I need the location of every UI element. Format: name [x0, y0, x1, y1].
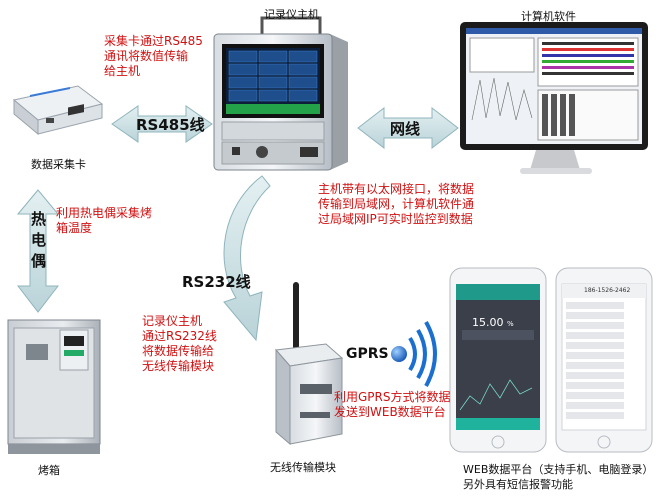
wireless-module-device: [274, 282, 344, 446]
daq-card-label: 数据采集卡: [31, 158, 86, 171]
note-thermocouple: 利用热电偶采集烤 箱温度: [56, 206, 153, 235]
oven-label: 烤箱: [38, 464, 60, 477]
sms-phone-number: 186-1526-2462: [584, 287, 631, 294]
wireless-module-label: 无线传输模块: [270, 461, 336, 474]
daq-card-device: [12, 85, 104, 136]
phone-reading-value: 15.00 %: [472, 316, 514, 329]
rs232-label: RS232线: [182, 273, 251, 291]
gprs-label: GPRS: [346, 346, 389, 362]
rs485-label: RS485线: [136, 116, 205, 134]
note-gprs-to-web: 利用GPRS方式将数据 发送到WEB数据平台: [334, 390, 451, 419]
sms-alarm-label: 另外具有短信报警功能: [463, 478, 573, 491]
note-host-to-wireless: 记录仪主机 通过RS232线 将数据传输给 无线传输模块: [142, 314, 217, 373]
thermocouple-char-1: 热: [31, 210, 47, 228]
rs485-arrow: [111, 105, 213, 143]
thermocouple-arrow: [16, 189, 60, 313]
note-daq-to-host: 采集卡通过RS485 通讯将数值传输 给主机: [104, 34, 203, 78]
thermocouple-char-2: 电: [31, 231, 47, 249]
recorder-host-device: [213, 16, 348, 171]
network-arrow: [357, 106, 459, 150]
note-lan: 主机带有以太网接口，将数据 传输到局域网，计算机软件通 过局域网IP可实时监控到…: [318, 182, 475, 226]
computer-monitor-device: [460, 22, 648, 174]
oven-device: [7, 319, 101, 454]
network-cable-label: 网线: [390, 120, 421, 138]
rs232-arrow: [223, 175, 271, 342]
phone-app-device: [449, 267, 547, 453]
thermocouple-char-3: 偶: [31, 252, 47, 270]
recorder-host-label: 记录仪主机: [264, 8, 319, 21]
web-platform-label: WEB数据平台（支持手机、电脑登录）: [463, 463, 654, 476]
phone-sms-device: [555, 267, 653, 453]
gprs-signal-icon: [391, 321, 437, 387]
computer-software-label: 计算机软件: [521, 10, 576, 23]
